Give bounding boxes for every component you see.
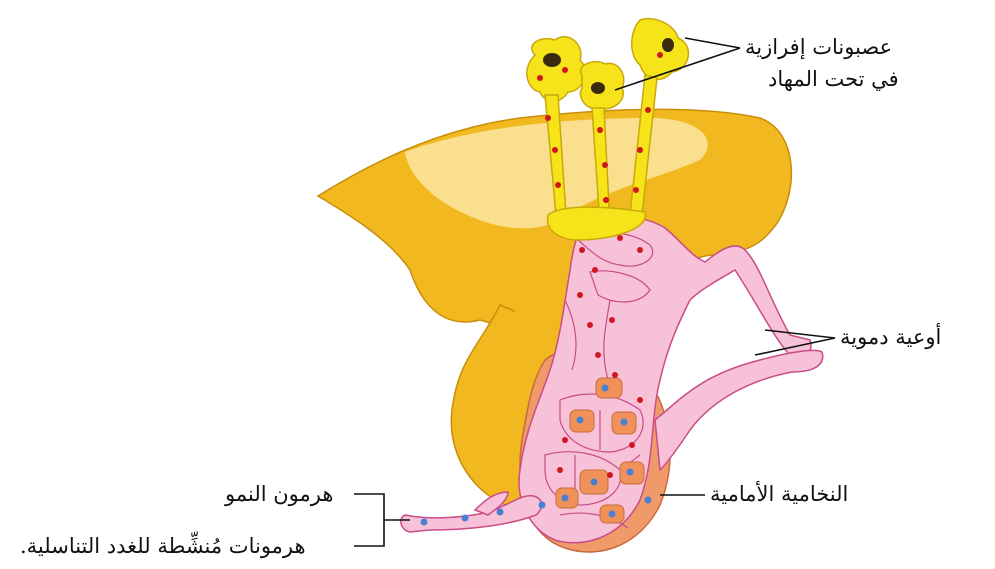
- label-growth-hormone: هرمون النمو: [225, 481, 333, 507]
- label-secretory-neurons-line2: في تحت المهاد: [768, 66, 899, 92]
- label-blood-vessels: أوعية دموية: [840, 324, 941, 350]
- label-gonadotropins: هرمونات مُنشِّطة للغدد التناسلية.: [20, 533, 306, 559]
- label-anterior-pituitary: النخامية الأمامية: [710, 481, 848, 507]
- label-secretory-neurons-line1: عصبونات إفرازية: [745, 34, 892, 60]
